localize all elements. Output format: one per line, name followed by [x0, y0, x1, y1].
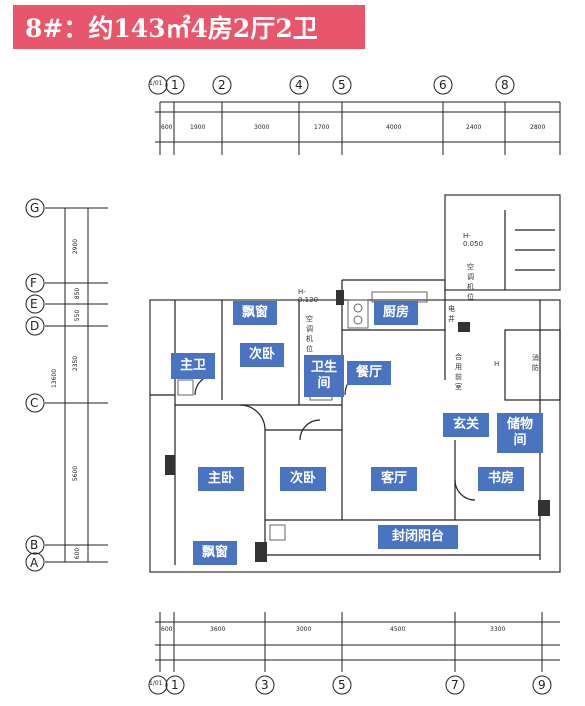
room-label-living: 客厅 [371, 467, 417, 491]
room-label-piaochuang-bottom: 飘窗 [193, 541, 237, 565]
room-label-master-bedroom: 主卧 [198, 467, 244, 491]
bottom-axis-ticks [159, 612, 543, 672]
room-label-storage: 储物间 [497, 413, 543, 453]
room-label-second-bedroom-top: 次卧 [240, 343, 284, 367]
bottom-axis-bubbles [148, 675, 552, 695]
room-label-piaochuang-top: 飘窗 [233, 301, 277, 325]
room-label-dining: 餐厅 [347, 361, 391, 385]
room-label-balcony: 封闭阳台 [378, 525, 458, 549]
left-axis-ticks [45, 207, 108, 563]
thick-walls [165, 290, 550, 562]
room-label-bathroom: 卫生间 [304, 355, 344, 397]
top-axis-ticks [159, 102, 561, 155]
walls [149, 194, 561, 573]
room-label-kitchen: 厨房 [374, 301, 418, 325]
room-label-second-bedroom: 次卧 [280, 467, 326, 491]
room-label-master-bath: 主卫 [171, 353, 215, 379]
left-axis-bubbles [25, 198, 45, 572]
top-axis-bubbles [148, 75, 515, 95]
room-label-study: 书房 [478, 467, 524, 491]
plan-title: 8#：约143㎡4房2厅2卫 [13, 5, 365, 49]
room-label-entrance: 玄关 [443, 413, 489, 437]
